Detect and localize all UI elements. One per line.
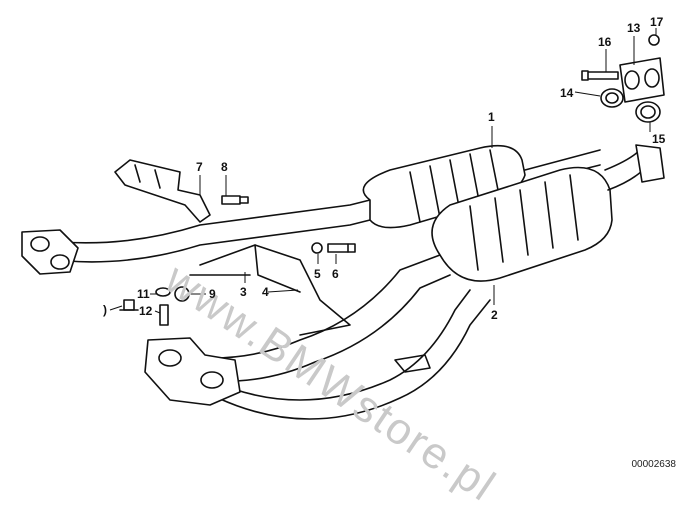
washer-5 — [311, 242, 323, 254]
bolt-16 — [581, 70, 619, 81]
catalytic-converter-1 — [362, 144, 601, 229]
washer-11 — [155, 287, 171, 297]
callout-12: 12 — [139, 304, 153, 318]
front-pipe — [144, 254, 491, 420]
callout-1: 1 — [488, 110, 495, 124]
bolt-12 — [159, 304, 169, 326]
callout-5: 5 — [314, 267, 321, 281]
mounting-bracket — [189, 244, 351, 336]
callout-2: 2 — [491, 308, 498, 322]
leader-lines — [109, 28, 657, 314]
diagram-code: 00002638 — [631, 459, 677, 470]
callout-13: 13 — [627, 21, 641, 35]
callout-4: 4 — [262, 285, 269, 299]
callout-15: 15 — [652, 132, 666, 146]
callout-17: 17 — [650, 15, 664, 29]
callout-14: 14 — [560, 86, 574, 100]
nut-17 — [648, 34, 660, 46]
screw-6 — [327, 243, 356, 253]
flange-13 — [619, 57, 665, 103]
catalytic-converter-2 — [431, 144, 665, 282]
gasket-15 — [635, 101, 661, 123]
callout-3: 3 — [240, 285, 247, 299]
callout-9: 9 — [209, 287, 216, 301]
bolt-8 — [221, 195, 249, 205]
callout-11: 11 — [137, 287, 150, 301]
rubber-hanger — [114, 159, 211, 223]
exhaust-diagram — [21, 28, 665, 420]
callout-16: 16 — [598, 35, 612, 49]
nut-9 — [174, 286, 190, 302]
callout-8: 8 — [221, 160, 228, 174]
rear-pipe — [21, 199, 371, 275]
callout-7: 7 — [196, 160, 203, 174]
callout-6: 6 — [332, 267, 339, 281]
bolt-10 — [119, 299, 139, 311]
callout-10: ) — [103, 303, 107, 317]
gasket-14 — [600, 88, 624, 108]
